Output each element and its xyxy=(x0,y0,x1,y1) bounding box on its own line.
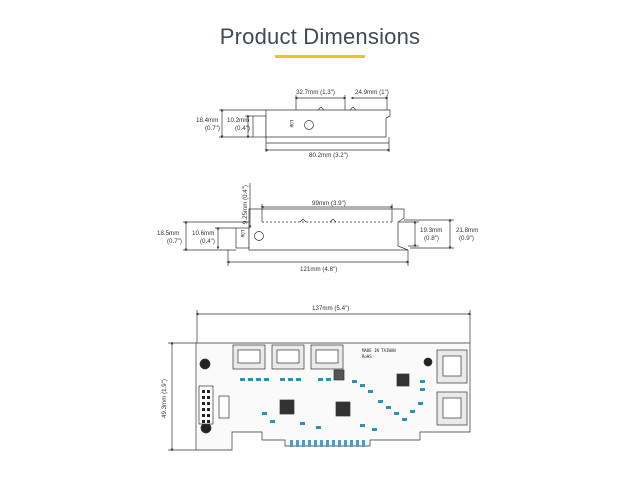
bracket-top-mark: LOW xyxy=(289,120,294,128)
bracket-full-outer-in: (0.9") xyxy=(459,235,474,242)
bracket-top-height-mm: 18.4mm xyxy=(196,117,218,124)
bracket-full-tab-mm: 10.6mm xyxy=(192,230,214,237)
title-underline xyxy=(275,55,365,58)
full-height-bracket xyxy=(183,183,454,266)
card-silk-rohs: RoHS xyxy=(362,354,372,359)
card-silk-made-in: MADE IN TAIWAN xyxy=(362,348,396,353)
bracket-top-length: 80.2mm (3.2") xyxy=(309,152,348,159)
low-profile-bracket xyxy=(219,95,391,152)
pcb-components xyxy=(240,378,425,431)
bracket-top-dim-a: 32.7mm (1.3") xyxy=(296,89,335,96)
bracket-top-height-in: (0.7") xyxy=(205,125,220,132)
bracket-top-dim-b: 24.9mm (1") xyxy=(355,89,389,96)
bracket-full-right-in: (0.8") xyxy=(424,235,439,242)
bracket-full-length: 121mm (4.8") xyxy=(300,266,337,273)
bracket-full-tab-in: (0.4") xyxy=(200,238,215,245)
card-height: 49.3mm (1.9") xyxy=(161,379,168,418)
bracket-full-height-mm: 18.5mm xyxy=(157,230,179,237)
bracket-full-outer-mm: 21.8mm xyxy=(456,227,478,234)
bracket-full-right-mm: 19.3mm xyxy=(420,227,442,234)
pcb-header-pins xyxy=(202,390,210,423)
bracket-full-slot: 99mm (3.9") xyxy=(312,200,346,207)
bracket-full-hole: 9.25mm (0.4") xyxy=(242,185,249,224)
bracket-full-mark: LOW xyxy=(240,230,245,238)
page-title: Product Dimensions xyxy=(219,24,421,49)
bracket-top-tab-in: (0.4") xyxy=(235,125,250,132)
bracket-full-height-in: (0.7") xyxy=(167,238,182,245)
bracket-top-tab-mm: 10.2mm xyxy=(227,117,249,124)
card-width: 137mm (5.4") xyxy=(312,305,349,312)
